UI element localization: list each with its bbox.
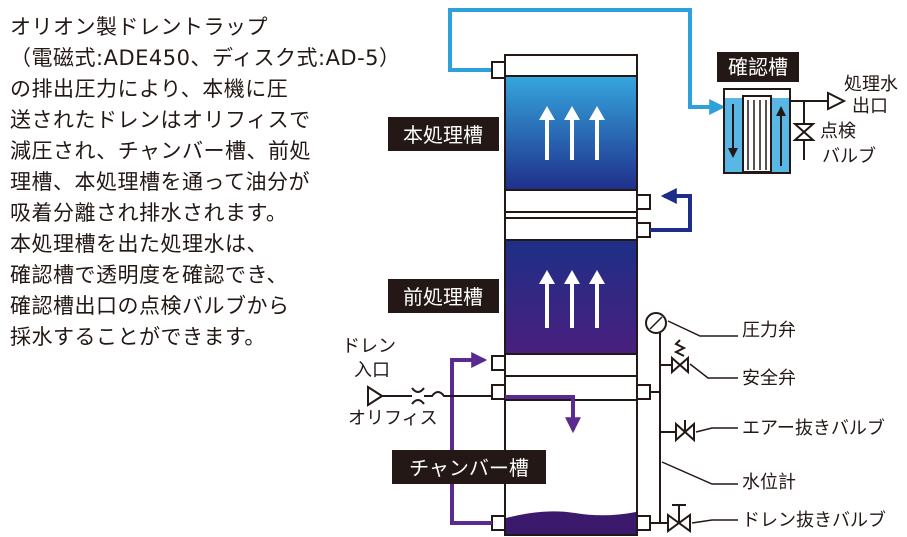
orifice-symbol bbox=[411, 387, 425, 405]
chamber-water bbox=[506, 511, 636, 534]
callout-pressure bbox=[667, 320, 738, 337]
description-line: 採水することができます。 bbox=[10, 325, 266, 349]
description-line: 減圧され、チャンバー槽、前処 bbox=[10, 139, 311, 163]
callout-air bbox=[695, 427, 738, 433]
inspection-label-1: 点検 bbox=[820, 121, 856, 142]
outlet-label-1: 処理水 bbox=[844, 74, 898, 95]
description-line: 本処理槽を出た処理水は、 bbox=[10, 232, 268, 256]
drain-valve-label: ドレン抜きバルブ bbox=[742, 509, 886, 531]
chamber-pipe bbox=[450, 352, 492, 525]
callout-drain bbox=[691, 519, 738, 524]
transfer-pipe bbox=[650, 188, 692, 232]
check-tank bbox=[723, 88, 791, 174]
flange bbox=[504, 189, 638, 213]
air-valve-icon bbox=[660, 420, 695, 443]
inspection-label-2: バルブ bbox=[822, 145, 876, 167]
drain-inlet-label-2: 入口 bbox=[354, 360, 390, 381]
outlet-arrow-icon bbox=[827, 91, 847, 111]
up-arrows-main bbox=[539, 106, 605, 160]
callout-safety bbox=[689, 363, 738, 379]
main-tank-label: 本処理槽 bbox=[403, 123, 483, 147]
inlet-arrow bbox=[367, 385, 384, 407]
description-line: 確認槽で透明度を確認でき、 bbox=[10, 263, 289, 287]
up-arrows-pre bbox=[539, 270, 605, 328]
description-text: オリオン製ドレントラップ （電磁式:ADE450、ディスク式:AD-5） の排出… bbox=[10, 12, 401, 353]
air-valve-label: エアー抜きバルブ bbox=[742, 417, 885, 439]
level-gauge-label: 水位計 bbox=[742, 472, 796, 493]
outlet-pipe bbox=[448, 8, 726, 115]
inspection-valve-icon bbox=[792, 101, 816, 160]
drain-inlet-label-1: ドレン bbox=[342, 336, 396, 357]
description-line: 送されたドレンはオリフィスで bbox=[10, 108, 311, 132]
description-line: の排出圧力により、本機に圧 bbox=[10, 77, 289, 101]
pressure-valve-label: 圧力弁 bbox=[742, 320, 796, 341]
level-gauge-line bbox=[650, 391, 661, 524]
description-line: 理槽、本処理槽を通って油分が bbox=[10, 170, 310, 194]
pre-tank-label: 前処理槽 bbox=[403, 285, 483, 309]
description-line: （電磁式:ADE450、ディスク式:AD-5） bbox=[10, 46, 401, 70]
drain-inlet-pipe bbox=[372, 391, 492, 397]
outlet-label-2: 出口 bbox=[852, 96, 888, 117]
callout-level bbox=[661, 461, 738, 485]
chamber-label: チャンバー槽 bbox=[409, 456, 529, 480]
flange bbox=[504, 353, 638, 377]
description-line: オリオン製ドレントラップ bbox=[10, 15, 268, 39]
chamber-flow bbox=[505, 395, 581, 434]
description-line: 吸着分離され排水されます。 bbox=[10, 201, 288, 225]
safety-valve-label: 安全弁 bbox=[742, 368, 796, 389]
description-line: 確認槽出口の点検バルブから bbox=[10, 294, 290, 318]
safety-valve-icon bbox=[660, 339, 689, 375]
orifice-label: オリフィス bbox=[348, 408, 438, 429]
drain-valve-icon bbox=[650, 504, 691, 533]
check-tank-label: 確認槽 bbox=[728, 55, 788, 79]
flange bbox=[504, 217, 638, 241]
